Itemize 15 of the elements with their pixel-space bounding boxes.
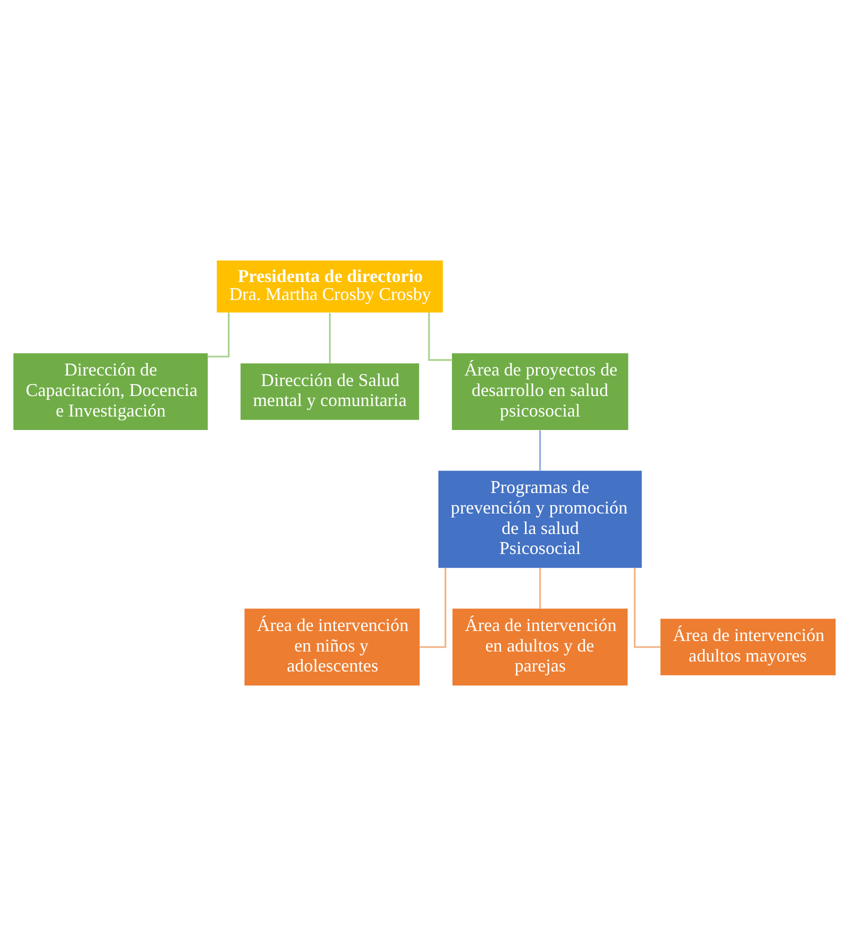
- node-box: Presidenta de directorio Dra. Martha Crosby Crosby: [216, 260, 443, 312]
- connector: [329, 313, 331, 364]
- node-box: Área de intervención en adultos y de parejas: [452, 608, 628, 686]
- connector: [208, 312, 230, 358]
- node-box: Programas de prevención y promoción de la salud Psicosocial: [438, 470, 642, 568]
- node-box: Dirección de Capacitación, Docencia e Investigación: [13, 353, 208, 430]
- connector: [539, 568, 541, 608]
- connector: [428, 312, 452, 361]
- connector: [634, 568, 660, 648]
- node-box: Área de intervención en niños y adolescentes: [244, 608, 420, 686]
- node-box: Área de intervención adultos mayores: [660, 618, 836, 676]
- node-box: Área de proyectos de desarrollo en salud psicosocial: [452, 353, 628, 430]
- node-box: Dirección de Salud mental y comunitaria: [240, 363, 420, 420]
- connector: [420, 568, 446, 648]
- connector: [539, 430, 541, 470]
